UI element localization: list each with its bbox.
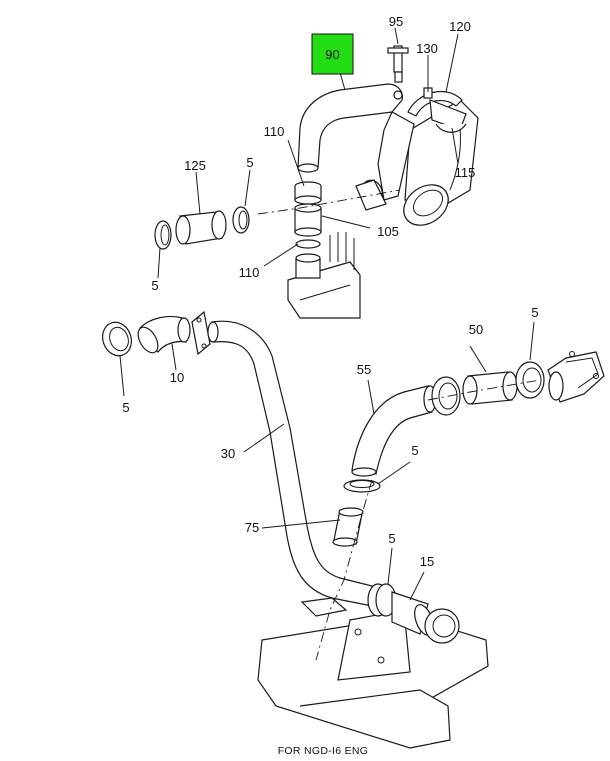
callout-5-right[interactable]: 5 <box>531 305 538 320</box>
callout-30[interactable]: 30 <box>221 446 235 461</box>
outlet-flange <box>547 351 605 403</box>
callout-105[interactable]: 105 <box>377 224 399 239</box>
bleed-valve-95 <box>387 45 409 100</box>
callout-110-upper[interactable]: 110 <box>264 124 285 139</box>
callout-110-lower[interactable]: 110 <box>239 265 260 280</box>
callout-90: 90 <box>325 47 339 62</box>
callout-5-upper-right[interactable]: 5 <box>246 155 253 170</box>
tube-30 <box>207 320 373 607</box>
callout-55[interactable]: 55 <box>357 362 371 377</box>
callout-5-mid[interactable]: 5 <box>411 443 418 458</box>
clamp-5-left <box>102 321 132 357</box>
callout-125[interactable]: 125 <box>184 158 206 173</box>
diagram-caption: FOR NGD-I6 ENG <box>278 745 369 757</box>
lower-centerline-horizontal <box>427 379 541 401</box>
callout-95[interactable]: 95 <box>389 14 403 29</box>
highlighted-callout-90[interactable]: 90 <box>311 33 354 75</box>
lower-leaders <box>119 321 535 601</box>
callout-115[interactable]: 115 <box>455 165 476 180</box>
callout-50[interactable]: 50 <box>469 322 483 337</box>
callout-highlight-box <box>311 33 354 75</box>
elbow-10 <box>137 315 191 354</box>
elbow-55 <box>351 385 437 477</box>
upper-centerline <box>257 189 401 215</box>
hose-90 <box>297 83 415 211</box>
hose-105-stack <box>294 181 322 279</box>
callout-15[interactable]: 15 <box>420 554 434 569</box>
callout-10[interactable]: 10 <box>170 370 184 385</box>
callout-75[interactable]: 75 <box>245 520 259 535</box>
hose-50 <box>431 361 545 416</box>
hose-125 <box>154 206 250 250</box>
callout-120[interactable]: 120 <box>449 19 471 34</box>
callout-130[interactable]: 130 <box>416 41 438 56</box>
callout-5-upper-left[interactable]: 5 <box>151 278 158 293</box>
hose-75 <box>332 507 364 547</box>
lower-engine-bracket <box>257 597 489 749</box>
lower-centerline-vertical <box>315 479 373 661</box>
callout-5-bottom[interactable]: 5 <box>388 531 395 546</box>
clamp-5-mid <box>343 479 381 493</box>
flange-plate <box>191 310 211 356</box>
callout-5-left[interactable]: 5 <box>122 400 129 415</box>
fitting-15 <box>367 583 460 644</box>
